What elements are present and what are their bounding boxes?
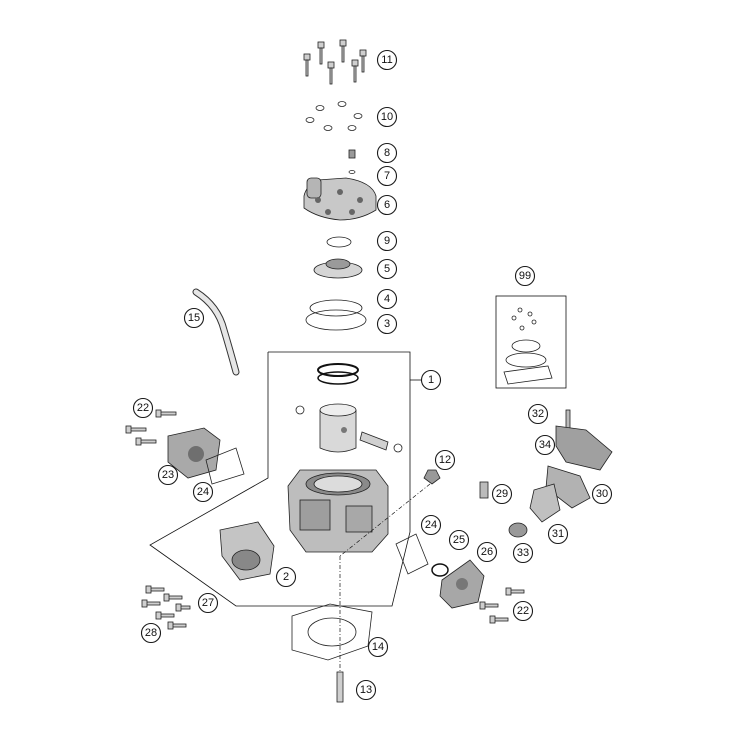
svg-text:99: 99 [519, 270, 531, 282]
callout-8: 8 [376, 142, 398, 164]
callout-25: 25 [448, 529, 470, 551]
svg-text:5: 5 [384, 263, 390, 275]
power-valve-cover [395, 533, 485, 609]
callout-11: 11 [376, 49, 398, 71]
callout-4: 4 [376, 288, 398, 310]
svg-text:11: 11 [381, 54, 392, 66]
svg-text:7: 7 [384, 170, 390, 182]
svg-text:6: 6 [384, 199, 390, 211]
svg-text:8: 8 [384, 147, 390, 159]
svg-text:12: 12 [439, 454, 451, 466]
callout-15: 15 [183, 307, 205, 329]
callout-3: 3 [376, 313, 398, 335]
head-gaskets [305, 299, 367, 331]
base-gasket [291, 556, 373, 703]
callout-23: 23 [157, 464, 179, 486]
exhaust-flange [167, 427, 245, 485]
callout-31: 31 [547, 523, 569, 545]
callout-32: 32 [527, 403, 549, 425]
callout-24-right: 24 [420, 514, 442, 536]
callout-28: 28 [140, 622, 162, 644]
callout-9: 9 [376, 230, 398, 252]
callout-33: 33 [512, 542, 534, 564]
svg-text:33: 33 [517, 547, 529, 559]
svg-text:29: 29 [496, 488, 508, 500]
piston-assembly [295, 363, 403, 453]
svg-text:13: 13 [360, 684, 372, 696]
power-valve-parts [479, 409, 613, 538]
svg-text:31: 31 [552, 528, 564, 540]
callout-22-right: 22 [512, 600, 534, 622]
coolant-hose [192, 288, 240, 376]
washers [305, 101, 363, 131]
svg-text:30: 30 [596, 488, 608, 500]
svg-text:23: 23 [162, 469, 174, 481]
callout-labels: 11 10 8 7 6 9 5 4 3 15 99 1 22 32 34 23 … [132, 49, 613, 701]
intake-bolts [141, 585, 191, 630]
callout-99: 99 [514, 265, 536, 287]
callout-27: 27 [197, 592, 219, 614]
svg-text:22: 22 [517, 605, 529, 617]
svg-text:22: 22 [137, 402, 149, 414]
callout-30: 30 [591, 483, 613, 505]
cylinder [287, 469, 389, 553]
callout-2: 2 [275, 566, 297, 588]
svg-text:9: 9 [384, 235, 390, 247]
callout-5: 5 [376, 258, 398, 280]
bolts-left [125, 409, 177, 446]
callout-34: 34 [534, 434, 556, 456]
callout-29: 29 [491, 483, 513, 505]
cylinder-group-frame [149, 295, 567, 607]
svg-text:1: 1 [428, 374, 434, 386]
callout-26: 26 [476, 541, 498, 563]
cylinder-head [303, 177, 377, 221]
temp-sensor [339, 469, 441, 557]
top-end-kit-frame [495, 295, 567, 389]
svg-text:14: 14 [372, 641, 384, 653]
head-bolts [303, 39, 367, 85]
gasket-kit [503, 307, 553, 385]
svg-text:24: 24 [425, 519, 437, 531]
callout-6: 6 [376, 194, 398, 216]
svg-text:32: 32 [532, 408, 544, 420]
head-insert [313, 258, 363, 279]
svg-text:26: 26 [481, 546, 493, 558]
callout-1: 1 [420, 369, 442, 391]
svg-text:10: 10 [381, 111, 393, 123]
callout-24-left: 24 [192, 481, 214, 503]
callout-14: 14 [367, 636, 389, 658]
svg-text:2: 2 [283, 571, 289, 583]
svg-text:15: 15 [188, 312, 200, 324]
svg-text:24: 24 [197, 486, 209, 498]
svg-text:28: 28 [145, 627, 157, 639]
svg-text:27: 27 [202, 597, 214, 609]
spark-plug-insert [348, 149, 356, 174]
svg-text:34: 34 [539, 439, 551, 451]
callout-12: 12 [434, 449, 456, 471]
o-ring [326, 236, 352, 248]
callout-22-left: 22 [132, 397, 154, 419]
svg-text:3: 3 [384, 318, 390, 330]
intake-manifold [219, 521, 275, 581]
bolts-right [479, 587, 525, 624]
svg-text:25: 25 [453, 534, 465, 546]
callout-10: 10 [376, 106, 398, 128]
callout-7: 7 [376, 165, 398, 187]
callout-13: 13 [355, 679, 377, 701]
svg-text:4: 4 [384, 293, 390, 305]
